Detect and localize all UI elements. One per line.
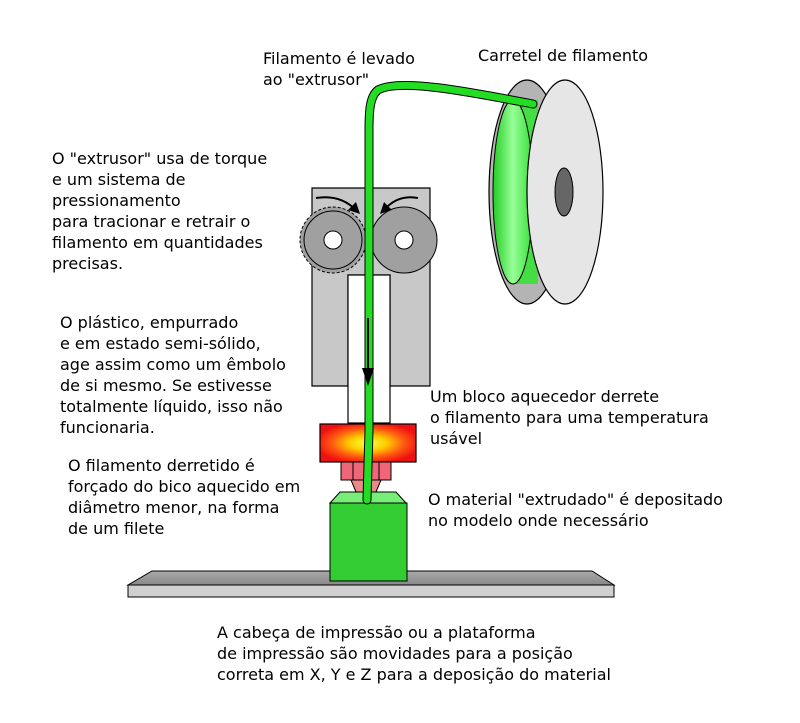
printed-part	[328, 491, 408, 582]
spool-label: Carretel de filamento	[478, 46, 649, 65]
nozzle-label: O filamento derretido é forçado do bico …	[68, 456, 301, 538]
drive-gear	[299, 206, 367, 274]
heater-block-label: Um bloco aquecedor derrete o filamento p…	[430, 387, 709, 448]
extruder-label: O "extrusor" usa de torque e um sistema …	[52, 149, 268, 273]
filament-pulled-label: Filamento é levado ao "extrusor"	[263, 49, 415, 89]
filament-strand	[362, 80, 538, 505]
platform-label: A cabeça de impressão ou a plataforma de…	[217, 623, 611, 684]
plastic-label: O plástico, empurrado e em estado semi-s…	[60, 313, 286, 437]
idler-wheel	[370, 206, 438, 274]
deposited-label: O material "extrudado" é depositado no m…	[428, 490, 723, 530]
feed-arrow	[362, 318, 374, 386]
rotation-arrows	[315, 196, 419, 214]
filament-spool	[488, 79, 604, 305]
